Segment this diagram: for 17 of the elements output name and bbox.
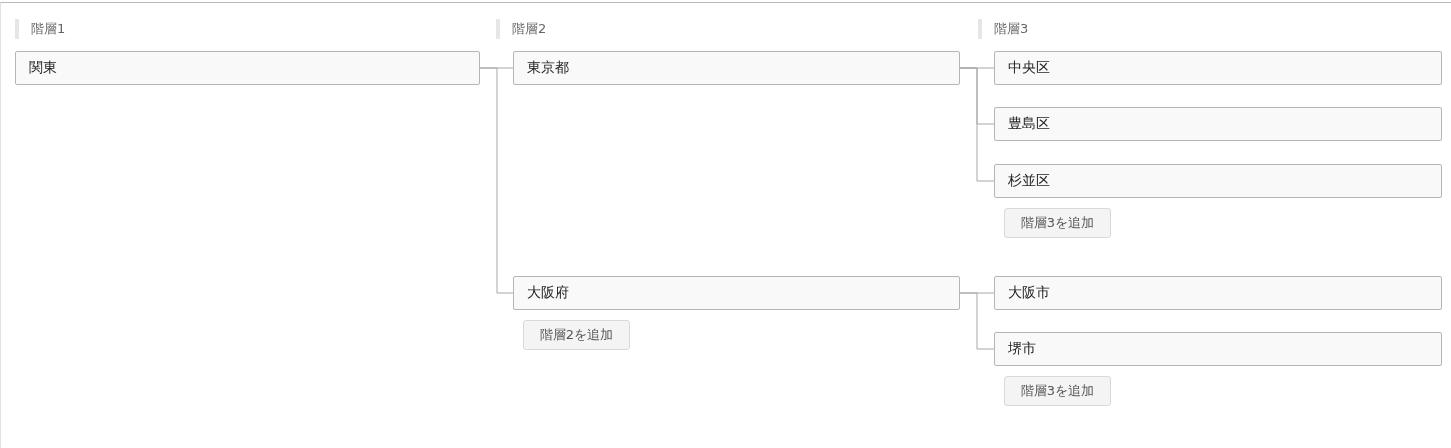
connector-line [959,67,995,182]
connector-line [959,292,995,350]
add-level-button: 階層3を追加 [1004,208,1111,238]
column-heading: 階層2 [496,19,547,39]
tree-node: 杉並区 [994,164,1442,198]
connector-line [479,67,514,294]
tree-node: 堺市 [994,332,1442,366]
tree-node: 関東 [15,51,480,85]
tree-node: 中央区 [994,51,1442,85]
column-heading: 階層3 [978,19,1029,39]
tree-node: 大阪市 [994,276,1442,310]
add-level-button: 階層3を追加 [1004,376,1111,406]
tree-node: 豊島区 [994,107,1442,141]
add-level-button: 階層2を追加 [523,320,630,350]
tree-node: 大阪府 [513,276,960,310]
column-heading: 階層1 [15,19,66,39]
tree-node: 東京都 [513,51,960,85]
